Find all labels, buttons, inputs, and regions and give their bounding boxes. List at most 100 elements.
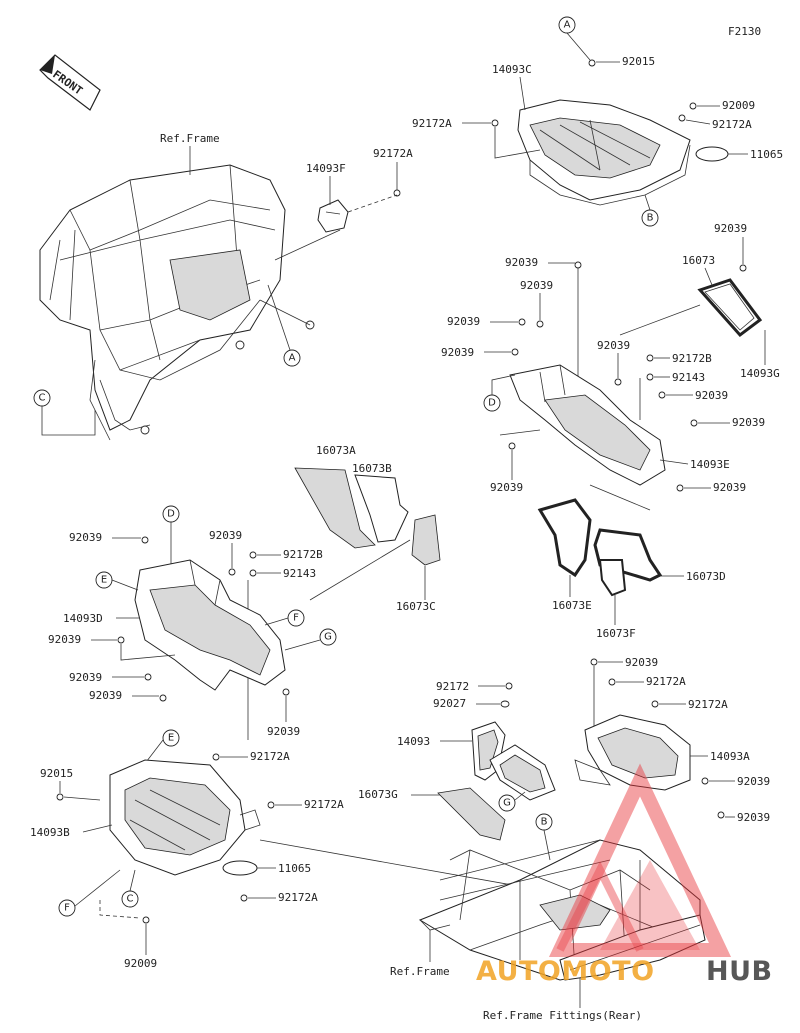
svg-text:B: B — [647, 213, 654, 224]
label-92172-1: 92172 — [436, 680, 469, 693]
label-92039-j: 92039 — [714, 222, 747, 235]
grommet-11065-top — [695, 146, 729, 162]
label-92039-k: 92039 — [69, 531, 102, 544]
label-14093D: 14093D — [63, 612, 103, 625]
skid-plate-14093C — [517, 99, 691, 206]
seal-16073 — [697, 278, 763, 338]
label-92172A-4: 92172A — [646, 675, 686, 688]
label-92039-q: 92039 — [625, 656, 658, 669]
callout-F-bot: F — [58, 899, 76, 917]
callout-C-bot: C — [121, 890, 139, 908]
seal-16073G — [437, 787, 506, 841]
label-92172A-3: 92172A — [373, 147, 413, 160]
label-16073C: 16073C — [396, 600, 436, 613]
label-92039-b: 92039 — [520, 279, 553, 292]
label-16073A: 16073A — [316, 444, 356, 457]
label-92009-bot: 92009 — [124, 957, 157, 970]
label-92172A-6: 92172A — [250, 750, 290, 763]
label-92039-f: 92039 — [695, 389, 728, 402]
label-92172A-7: 92172A — [304, 798, 344, 811]
callout-E-bot: E — [162, 729, 180, 747]
guard-14093D — [134, 559, 286, 691]
label-16073G: 16073G — [358, 788, 398, 801]
label-92009-top: 92009 — [722, 99, 755, 112]
ref-fittings-label: Ref.Frame Fittings(Rear) — [483, 1009, 642, 1022]
callout-E-mid: E — [95, 571, 113, 589]
label-92039-s: 92039 — [737, 811, 770, 824]
label-11065-top: 11065 — [750, 148, 783, 161]
label-92172B-2: 92172B — [283, 548, 323, 561]
seal-16073A — [294, 467, 376, 549]
label-14093A: 14093A — [710, 750, 750, 763]
label-92039-p: 92039 — [267, 725, 300, 738]
label-92039-m: 92039 — [48, 633, 81, 646]
seal-16073C — [411, 514, 441, 566]
svg-text:F: F — [64, 903, 70, 914]
label-92039-a: 92039 — [505, 256, 538, 269]
label-92039-r: 92039 — [737, 775, 770, 788]
label-92039-i: 92039 — [490, 481, 523, 494]
guard-14093A — [574, 714, 691, 791]
watermark-logo-icon — [548, 763, 732, 957]
svg-text:A: A — [564, 20, 571, 31]
label-92015-bot: 92015 — [40, 767, 73, 780]
label-14093: 14093 — [397, 735, 430, 748]
label-92172A-1: 92172A — [412, 117, 452, 130]
svg-text:C: C — [39, 393, 46, 404]
svg-text:A: A — [289, 353, 296, 364]
svg-text:E: E — [168, 733, 174, 744]
grommet-11065-bot — [222, 860, 258, 876]
label-92039-c: 92039 — [447, 315, 480, 328]
ref-frame-label-bottom: Ref.Frame — [390, 965, 450, 978]
rear-frame-fittings — [559, 914, 706, 981]
front-arrow: FRONT — [39, 54, 101, 111]
label-14093G: 14093G — [740, 367, 780, 380]
callout-F-mid: F — [287, 609, 305, 627]
label-92039-g: 92039 — [732, 416, 765, 429]
svg-text:C: C — [127, 894, 134, 905]
seal-16073E — [537, 498, 592, 578]
callout-B-top: B — [641, 209, 659, 227]
svg-text:D: D — [167, 509, 175, 520]
label-16073F: 16073F — [596, 627, 636, 640]
guard-14093E — [509, 364, 666, 486]
callout-C-frame: C — [33, 389, 51, 407]
svg-text:G: G — [503, 798, 511, 809]
label-92039-l: 92039 — [209, 529, 242, 542]
callout-G-mid: G — [319, 628, 337, 646]
svg-text:G: G — [324, 632, 332, 643]
label-92039-n: 92039 — [69, 671, 102, 684]
label-92039-e: 92039 — [597, 339, 630, 352]
label-92039-h: 92039 — [713, 481, 746, 494]
label-92039-o: 92039 — [89, 689, 122, 702]
diagram-id: F2130 — [728, 25, 761, 38]
label-92172A-2: 92172A — [712, 118, 752, 131]
label-14093B: 14093B — [30, 826, 70, 839]
label-16073B: 16073B — [352, 462, 392, 475]
label-16073E: 16073E — [552, 599, 592, 612]
watermark-text-a: AUTOMOTO — [476, 956, 655, 987]
watermark: AUTOMOTO HUB — [476, 763, 773, 987]
label-92039-d: 92039 — [441, 346, 474, 359]
seal-16073B — [354, 474, 409, 543]
label-92027: 92027 — [433, 697, 466, 710]
ref-frame-label-top: Ref.Frame — [160, 132, 220, 145]
callout-A-frame: A — [283, 349, 301, 367]
label-92143-2: 92143 — [283, 567, 316, 580]
svg-text:B: B — [541, 817, 548, 828]
label-14093E: 14093E — [690, 458, 730, 471]
guard-rear-left — [489, 744, 556, 801]
label-92172A-5: 92172A — [688, 698, 728, 711]
watermark-text-b: HUB — [706, 956, 773, 987]
label-11065-bot: 11065 — [278, 862, 311, 875]
label-92172A-8: 92172A — [278, 891, 318, 904]
seal-16073F — [598, 559, 627, 597]
callout-A-top: A — [558, 16, 576, 34]
label-92172B-1: 92172B — [672, 352, 712, 365]
svg-text:F: F — [293, 613, 299, 624]
callout-D-right: D — [483, 394, 501, 412]
svg-text:D: D — [488, 398, 496, 409]
callout-G-bot: G — [498, 794, 516, 812]
label-16073D: 16073D — [686, 570, 726, 583]
